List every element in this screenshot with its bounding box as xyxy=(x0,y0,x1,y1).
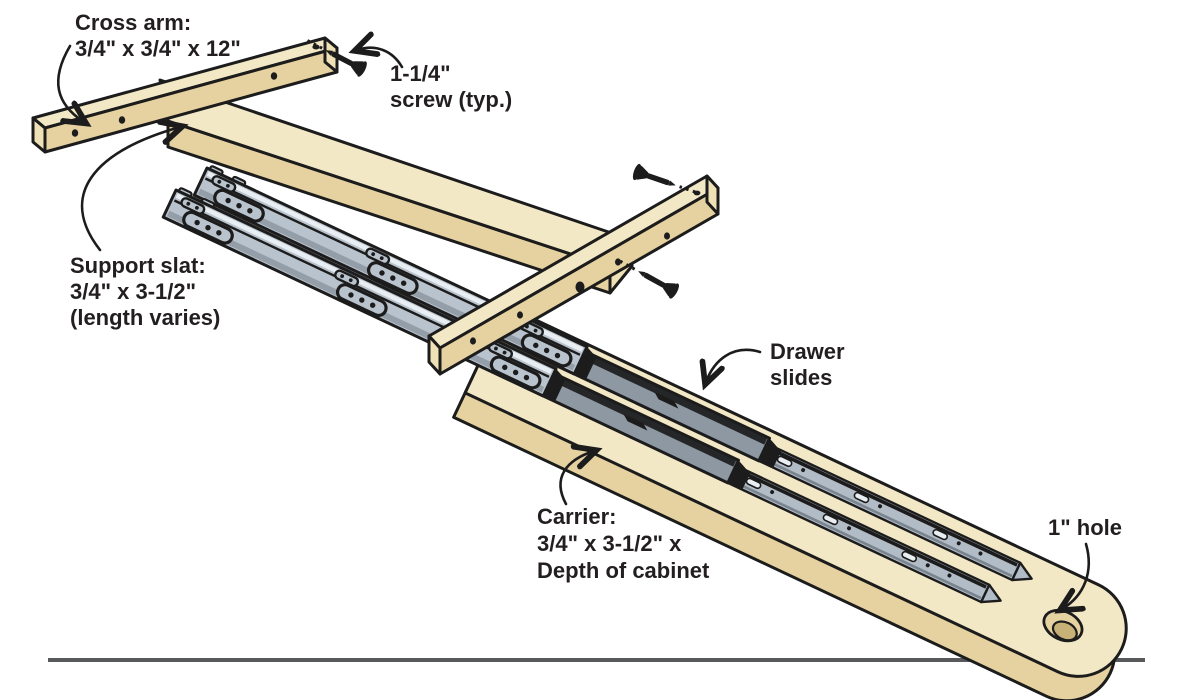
label-carrier-line3: Depth of cabinet xyxy=(537,558,710,583)
label-carrier: Carrier: 3/4" x 3-1/2" x Depth of cabine… xyxy=(537,504,710,583)
leader-arrow-hole xyxy=(1062,542,1091,609)
label-cross-arm-line2: 3/4" x 3/4" x 12" xyxy=(75,36,241,61)
label-screw-line1: 1-1/4" xyxy=(390,61,451,86)
label-drawer-slides-line1: Drawer xyxy=(770,339,845,364)
leader-arrow-support-slat xyxy=(80,127,180,252)
leader-arrow-cross-arm xyxy=(56,44,84,122)
label-support-slat-line3: (length varies) xyxy=(70,305,220,330)
leader-arrow-carrier xyxy=(559,451,594,506)
cross-arm-middle xyxy=(427,174,720,376)
label-drawer-slides-line2: slides xyxy=(770,365,832,390)
label-carrier-line2: 3/4" x 3-1/2" x xyxy=(537,531,682,556)
leader-arrow-drawer-slides xyxy=(706,348,762,382)
carrier-one-inch-hole xyxy=(1042,608,1084,643)
label-support-slat: Support slat: 3/4" x 3-1/2" (length vari… xyxy=(70,253,220,330)
label-drawer-slides: Drawer slides xyxy=(770,339,845,390)
cross-arm-top xyxy=(31,36,339,154)
pilot-holes xyxy=(71,44,320,137)
label-hole-line1: 1" hole xyxy=(1048,515,1122,540)
label-hole: 1" hole xyxy=(1048,515,1122,540)
label-screw-line2: screw (typ.) xyxy=(390,87,512,112)
leader-arrow-screw xyxy=(357,48,404,69)
pilot-holes xyxy=(470,190,701,345)
label-cross-arm-line1: Cross arm: xyxy=(75,10,191,35)
label-screw: 1-1/4" screw (typ.) xyxy=(390,61,512,112)
label-support-slat-line2: 3/4" x 3-1/2" xyxy=(70,279,196,304)
label-cross-arm: Cross arm: 3/4" x 3/4" x 12" xyxy=(75,10,241,61)
label-support-slat-line1: Support slat: xyxy=(70,253,206,278)
label-carrier-line1: Carrier: xyxy=(537,504,616,529)
